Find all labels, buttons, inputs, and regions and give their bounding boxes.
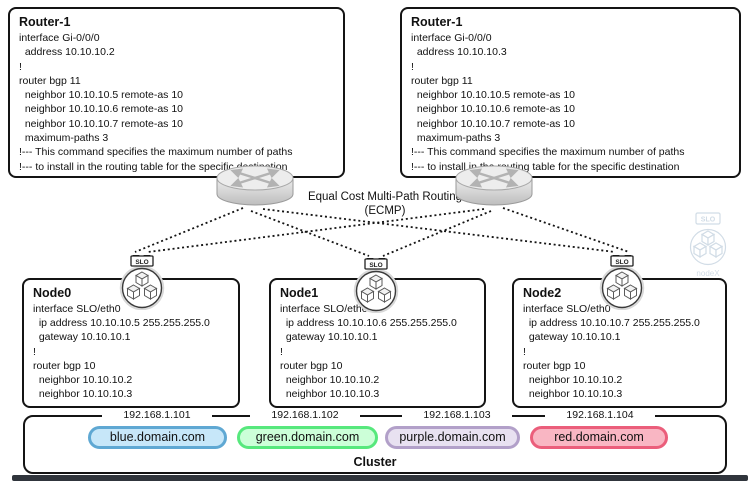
config-line: router bgp 10: [280, 359, 343, 372]
config-line: router bgp 10: [523, 359, 586, 372]
config-line: neighbor 10.10.10.5 remote-as 10: [19, 89, 184, 102]
slo-badge: SLO: [369, 262, 382, 269]
node-box-title: Node0: [33, 286, 72, 300]
config-line: router bgp 11: [19, 74, 81, 87]
config-line: neighbor 10.10.10.5 remote-as 10: [411, 89, 576, 102]
service-ip-label: 192.168.1.103: [402, 409, 512, 422]
node-config: interface SLO/eth0 ip address 10.10.10.5…: [24, 302, 238, 401]
router-box-title: Router-1: [411, 15, 463, 29]
service-ip-label: 192.168.1.101: [102, 409, 212, 422]
watermark-label: nodeX: [696, 269, 720, 278]
config-line: interface Gi-0/0/0: [411, 32, 492, 44]
config-line: router bgp 11: [411, 74, 473, 87]
service-pill-red: red.domain.com: [530, 426, 668, 449]
config-line: !: [19, 60, 22, 73]
config-line: ip address 10.10.10.5 255.255.255.0: [33, 317, 210, 330]
service-pill-green: green.domain.com: [237, 426, 378, 449]
config-line: !--- This command specifies the maximum …: [19, 146, 293, 159]
node-config: interface SLO/eth0 ip address 10.10.10.7…: [514, 302, 725, 401]
service-ip-label: 192.168.1.102: [250, 409, 360, 422]
config-line: neighbor 10.10.10.2: [33, 374, 133, 387]
router-config: interface Gi-0/0/0 address 10.10.10.2!ro…: [10, 31, 343, 174]
router1-right-config-box: Router-1 interface Gi-0/0/0 address 10.1…: [400, 7, 741, 178]
node-icon-slo: SLO: [599, 255, 645, 310]
node-config: interface SLO/eth0 ip address 10.10.10.6…: [271, 302, 484, 401]
config-line: maximum-paths 3: [19, 132, 109, 145]
config-line: maximum-paths 3: [411, 132, 501, 145]
node-icon-slo: SLO: [353, 258, 399, 313]
config-line: neighbor 10.10.10.2: [280, 374, 380, 387]
config-line: !--- to install in the routing table for…: [411, 160, 680, 173]
config-line: interface SLO/eth0: [280, 303, 368, 315]
config-line: !--- This command specifies the maximum …: [411, 146, 685, 159]
config-line: !: [280, 345, 283, 358]
config-line: neighbor 10.10.10.7 remote-as 10: [19, 117, 184, 130]
config-line: ip address 10.10.10.7 255.255.255.0: [523, 317, 700, 330]
watermark-badge: SLO: [701, 217, 716, 224]
node-icon-slo: SLO: [119, 255, 165, 310]
config-line: neighbor 10.10.10.3: [280, 388, 380, 401]
nodex-watermark: SLO nodeX: [689, 212, 727, 278]
node-box-title: Node1: [280, 286, 319, 300]
config-line: !: [33, 345, 36, 358]
node-box-title: Node2: [523, 286, 562, 300]
config-line: neighbor 10.10.10.3: [33, 388, 133, 401]
slo-badge: SLO: [135, 259, 148, 266]
config-line: gateway 10.10.10.1: [523, 331, 621, 344]
config-line: !: [411, 60, 414, 73]
config-line: gateway 10.10.10.1: [33, 331, 131, 344]
cluster-label: Cluster: [353, 455, 397, 469]
service-pill-purple: purple.domain.com: [385, 426, 520, 449]
cluster-shadow: [12, 475, 748, 481]
config-line: gateway 10.10.10.1: [280, 331, 378, 344]
config-line: neighbor 10.10.10.6 remote-as 10: [411, 103, 576, 116]
config-line: neighbor 10.10.10.3: [523, 388, 623, 401]
config-line: router bgp 10: [33, 359, 96, 372]
config-line: address 10.10.10.2: [19, 46, 115, 59]
ecmp-line1: Equal Cost Multi-Path Routing: [307, 191, 463, 203]
service-ip-label: 192.168.1.104: [545, 409, 655, 422]
config-line: interface SLO/eth0: [523, 303, 611, 315]
config-line: ip address 10.10.10.6 255.255.255.0: [280, 317, 457, 330]
config-line: interface SLO/eth0: [33, 303, 121, 315]
service-pill-blue: blue.domain.com: [88, 426, 227, 449]
config-line: neighbor 10.10.10.2: [523, 374, 623, 387]
config-line: neighbor 10.10.10.6 remote-as 10: [19, 103, 184, 116]
slo-badge: SLO: [615, 259, 628, 266]
config-line: neighbor 10.10.10.7 remote-as 10: [411, 117, 576, 130]
router1-left-config-box: Router-1 interface Gi-0/0/0 address 10.1…: [8, 7, 345, 178]
config-line: !: [523, 345, 526, 358]
config-line: address 10.10.10.3: [411, 46, 507, 59]
router-box-title: Router-1: [19, 15, 71, 29]
router-icon: [455, 165, 533, 206]
node1-config-box: Node1 interface SLO/eth0 ip address 10.1…: [269, 278, 486, 408]
router-icon: [216, 165, 294, 206]
config-line: interface Gi-0/0/0: [19, 32, 100, 44]
router-config: interface Gi-0/0/0 address 10.10.10.3!ro…: [402, 31, 739, 174]
